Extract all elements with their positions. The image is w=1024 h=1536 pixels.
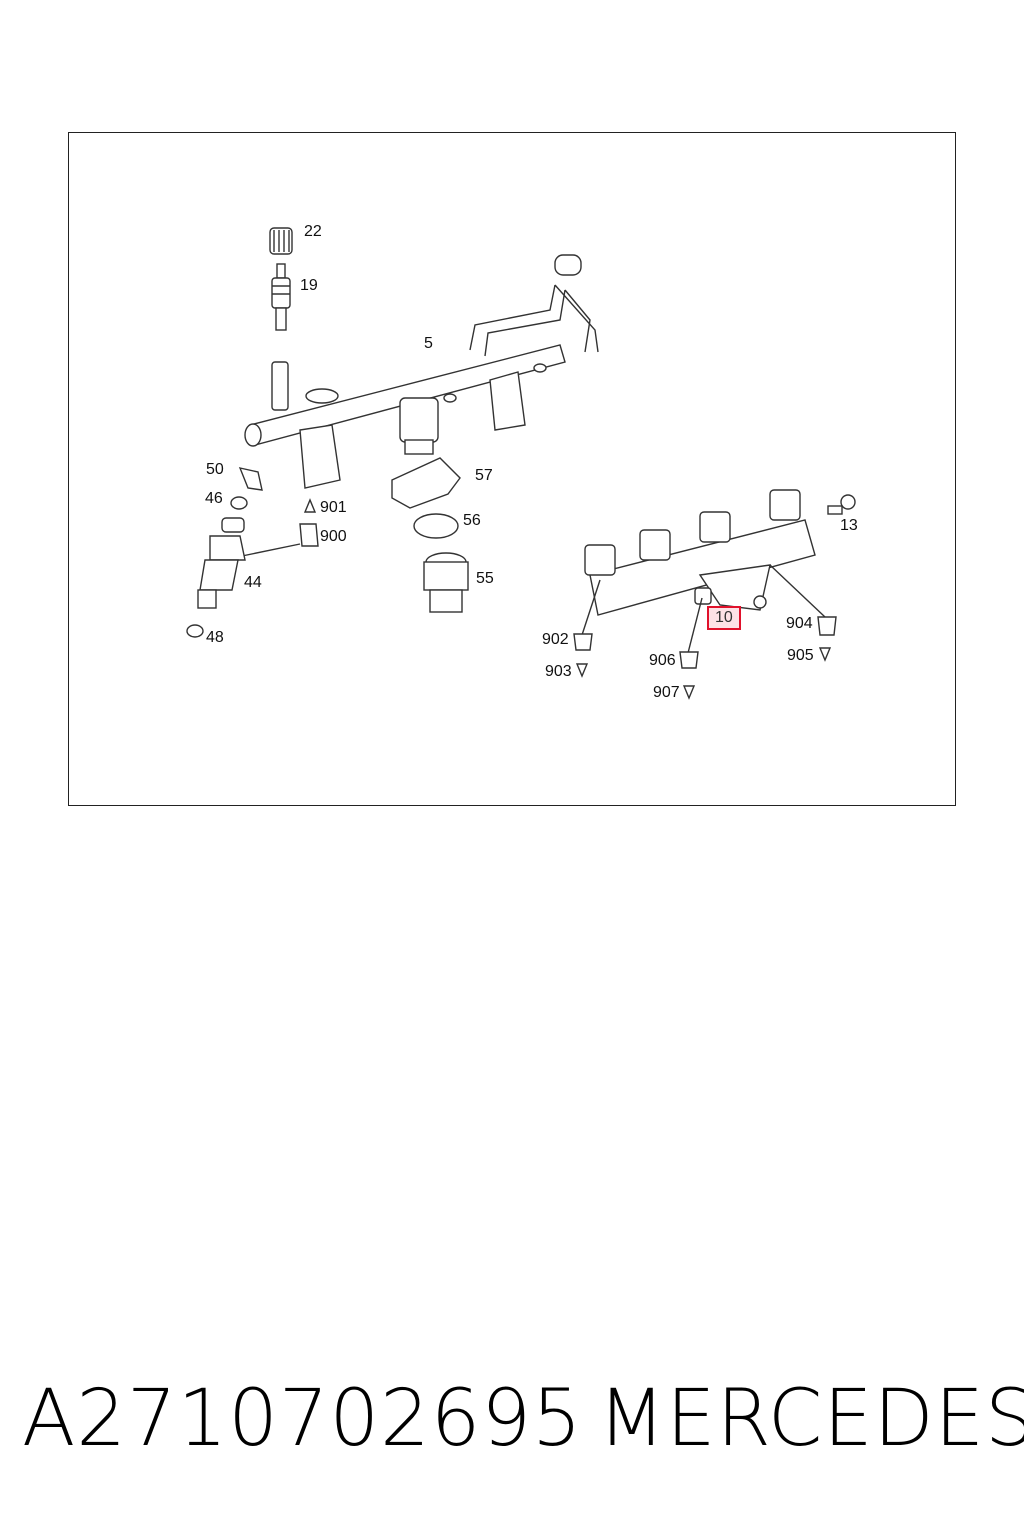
callout-44[interactable]: 44	[244, 574, 262, 591]
parts-diagram-drawing	[186, 227, 856, 700]
brand-name: MERCEDES	[598, 1374, 1024, 1464]
cap-22-drawing	[269, 227, 293, 255]
screw-901-drawing	[303, 498, 317, 513]
oring-48-drawing	[186, 624, 204, 638]
callout-907[interactable]: 907	[653, 684, 680, 701]
callout-55[interactable]: 55	[476, 570, 494, 587]
callout-905[interactable]: 905	[787, 647, 814, 664]
callout-13[interactable]: 13	[840, 517, 858, 534]
gasket-57-drawing	[391, 457, 461, 509]
callout-904[interactable]: 904	[786, 615, 813, 632]
plug-55-drawing	[423, 552, 469, 613]
callout-5[interactable]: 5	[424, 335, 433, 352]
callout-56[interactable]: 56	[463, 512, 481, 529]
callout-19[interactable]: 19	[300, 277, 318, 294]
bracket-900-drawing	[299, 523, 319, 547]
rail-assembly-drawing	[584, 489, 816, 616]
callout-48[interactable]: 48	[206, 629, 224, 646]
callout-10-highlighted[interactable]: 10	[707, 606, 741, 630]
callout-22[interactable]: 22	[304, 223, 322, 240]
clip-50-drawing	[238, 467, 263, 491]
callout-900[interactable]: 900	[320, 528, 347, 545]
bolt-13-drawing	[827, 494, 856, 515]
valve-19-drawing	[271, 263, 291, 331]
fuel-rail-5-drawing	[244, 254, 599, 489]
callout-902[interactable]: 902	[542, 631, 569, 648]
callout-901[interactable]: 901	[320, 499, 347, 516]
callout-57[interactable]: 57	[475, 467, 493, 484]
oring-46-drawing	[230, 496, 248, 510]
callout-903[interactable]: 903	[545, 663, 572, 680]
callout-906[interactable]: 906	[649, 652, 676, 669]
part-number: A2710702695	[22, 1374, 583, 1464]
callout-50[interactable]: 50	[206, 461, 224, 478]
ring-56-drawing	[413, 513, 459, 539]
injector-44-drawing	[197, 517, 246, 609]
callout-46[interactable]: 46	[205, 490, 223, 507]
parts-diagram-frame	[68, 132, 956, 806]
